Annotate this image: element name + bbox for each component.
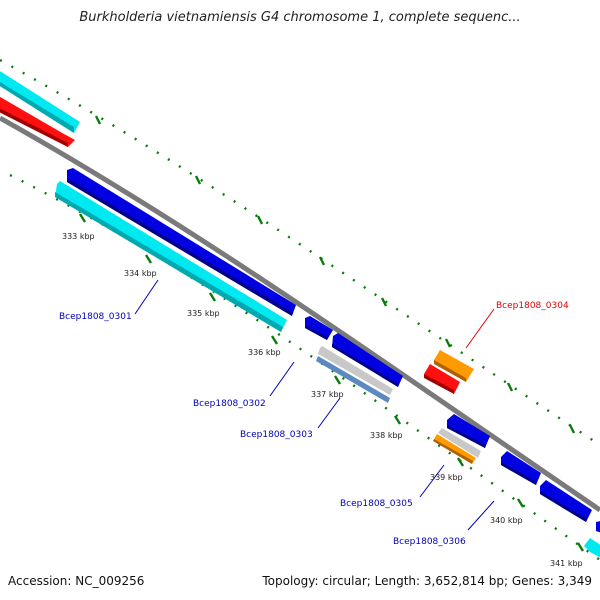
tick-label: 339 kbp [430, 473, 463, 482]
feature-cds-bcep1808-0302 [332, 333, 403, 387]
feature-orange-0304 [434, 350, 474, 382]
tick-label: 333 kbp [62, 232, 95, 241]
feature-cds-bcep1808-0306 [501, 451, 541, 485]
feature-red-topleft [0, 96, 75, 147]
feature-cyan-0301 [55, 181, 287, 332]
feature-cyan-topleft [0, 71, 80, 133]
summary-text: Topology: circular; Length: 3,652,814 bp… [262, 574, 592, 588]
leader-lines [134, 279, 495, 531]
gene-label-bcep1808-0303: Bcep1808_0303 [240, 430, 313, 440]
backbone-track [0, 115, 600, 513]
feature-gray-0305 [438, 428, 481, 458]
feature-red-0304 [424, 364, 460, 394]
feature-cds-bcep1808-0301 [67, 168, 296, 316]
feature-cyan-edge [584, 538, 600, 558]
gene-label-bcep1808-0302: Bcep1808_0302 [193, 399, 266, 409]
feature-cds-small [305, 316, 333, 340]
gene-label-bcep1808-0304: Bcep1808_0304 [496, 301, 569, 311]
outer-major-ticks [94, 115, 576, 434]
gene-label-bcep1808-0305: Bcep1808_0305 [340, 499, 413, 509]
map-title: Burkholderia vietnamiensis G4 chromosome… [79, 10, 521, 25]
tick-label: 337 kbp [311, 390, 344, 399]
feature-orange-0305 [433, 434, 476, 464]
tick-label: 334 kbp [124, 269, 157, 278]
feature-cds-next [540, 480, 592, 522]
gene-label-bcep1808-0301: Bcep1808_0301 [59, 312, 132, 322]
major-ticks [78, 213, 585, 552]
tick-label: 341 kbp [550, 559, 583, 568]
tick-label: 336 kbp [248, 348, 281, 357]
feature-blue-edge [596, 521, 600, 533]
gene-label-bcep1808-0306: Bcep1808_0306 [393, 537, 466, 547]
tick-label: 335 kbp [187, 309, 220, 318]
feature-cds-bcep1808-0305 [447, 414, 490, 448]
tick-label: 338 kbp [370, 431, 403, 440]
tick-label: 340 kbp [490, 516, 523, 525]
feature-steel-0303 [316, 356, 390, 403]
inner-tick-row [9, 173, 600, 561]
accession-text: Accession: NC_009256 [8, 574, 145, 588]
feature-gray-0302 [318, 346, 393, 395]
